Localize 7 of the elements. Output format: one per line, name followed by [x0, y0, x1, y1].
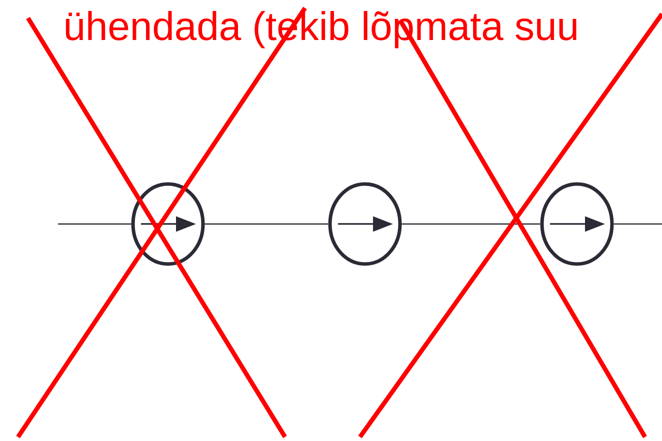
connector-line	[614, 223, 662, 225]
circle	[131, 182, 205, 266]
connector-line	[402, 223, 540, 225]
circle	[540, 182, 614, 266]
connector-line	[204, 223, 328, 225]
connector-line	[58, 223, 132, 225]
circle	[328, 182, 402, 266]
